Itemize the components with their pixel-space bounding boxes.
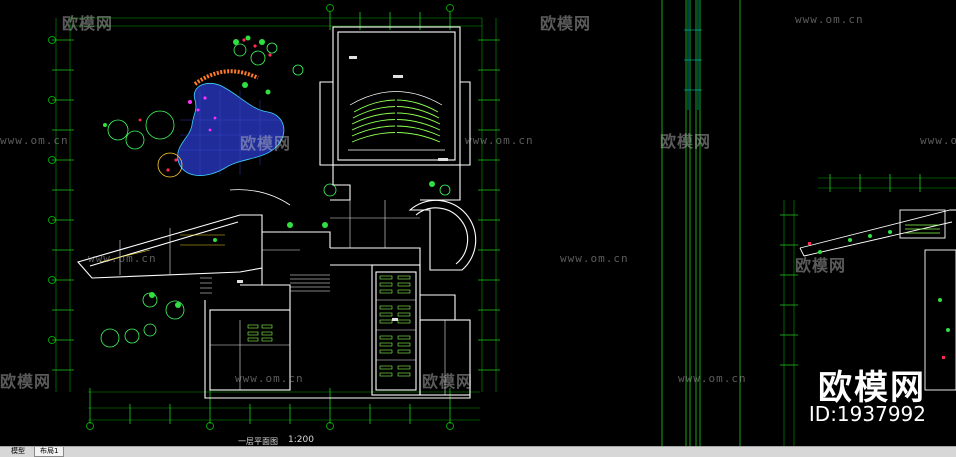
classroom-desks — [247, 275, 411, 377]
garden-flowers — [138, 38, 272, 172]
watermark-logo: 欧模网 — [422, 372, 474, 391]
watermark-logo: 欧模网 — [660, 132, 712, 151]
brand-name: 欧模网 — [818, 368, 926, 408]
auditorium-seating — [351, 98, 441, 146]
wall-yellow-details — [99, 234, 225, 263]
plan-scale: 1:200 — [288, 435, 314, 445]
watermark-url: www.om.cn — [920, 134, 956, 147]
section-lines — [661, 0, 741, 446]
watermark-url: www.om.cn — [88, 252, 157, 265]
tab-model[interactable]: 模型 — [11, 447, 25, 455]
pond-tile-grid — [180, 90, 280, 175]
watermark-logo: 欧模网 — [0, 372, 52, 391]
landscape-curve-path — [229, 189, 291, 206]
garden-foliage — [103, 35, 435, 308]
right-plan-walls — [799, 209, 956, 391]
right-plan-ticks — [780, 174, 921, 366]
axis-grid — [55, 17, 497, 421]
room-labels — [237, 56, 448, 321]
watermark-url: www.om.cn — [560, 252, 629, 265]
plan-title: 一层平面图 — [238, 437, 278, 446]
right-plan-seating — [905, 224, 940, 234]
room-partitions — [119, 200, 446, 395]
watermark-logo: 欧模网 — [540, 14, 592, 33]
garden-trees — [100, 42, 451, 348]
auditorium-stage — [348, 91, 445, 151]
watermark-url: www.om.cn — [465, 134, 534, 147]
watermark-logo: 欧模网 — [240, 134, 292, 153]
building-walls — [77, 26, 477, 399]
right-plan-accents — [808, 242, 945, 359]
stair-treads — [200, 274, 330, 294]
watermark-logo: 欧模网 — [795, 256, 847, 275]
watermark-url: www.om.cn — [0, 134, 69, 147]
watermark-url: www.om.cn — [235, 372, 304, 385]
watermark-url: www.om.cn — [678, 372, 747, 385]
pond-edge-rocks — [188, 96, 217, 132]
layout-tab-bar: 模型 布局1 — [0, 446, 956, 457]
section-cyan-lines — [684, 0, 702, 110]
pergola-arc — [193, 69, 259, 86]
watermark-logo: 欧模网 — [62, 14, 114, 33]
right-plan-foliage — [818, 230, 950, 332]
dimension-ticks — [52, 12, 500, 424]
brand-id: ID:1937992 — [808, 402, 926, 426]
axis-bubbles — [48, 4, 454, 430]
cad-drawing-canvas[interactable] — [0, 0, 956, 446]
pond — [177, 83, 285, 176]
right-plan-grid — [783, 177, 956, 446]
watermark-url: www.om.cn — [795, 13, 864, 26]
